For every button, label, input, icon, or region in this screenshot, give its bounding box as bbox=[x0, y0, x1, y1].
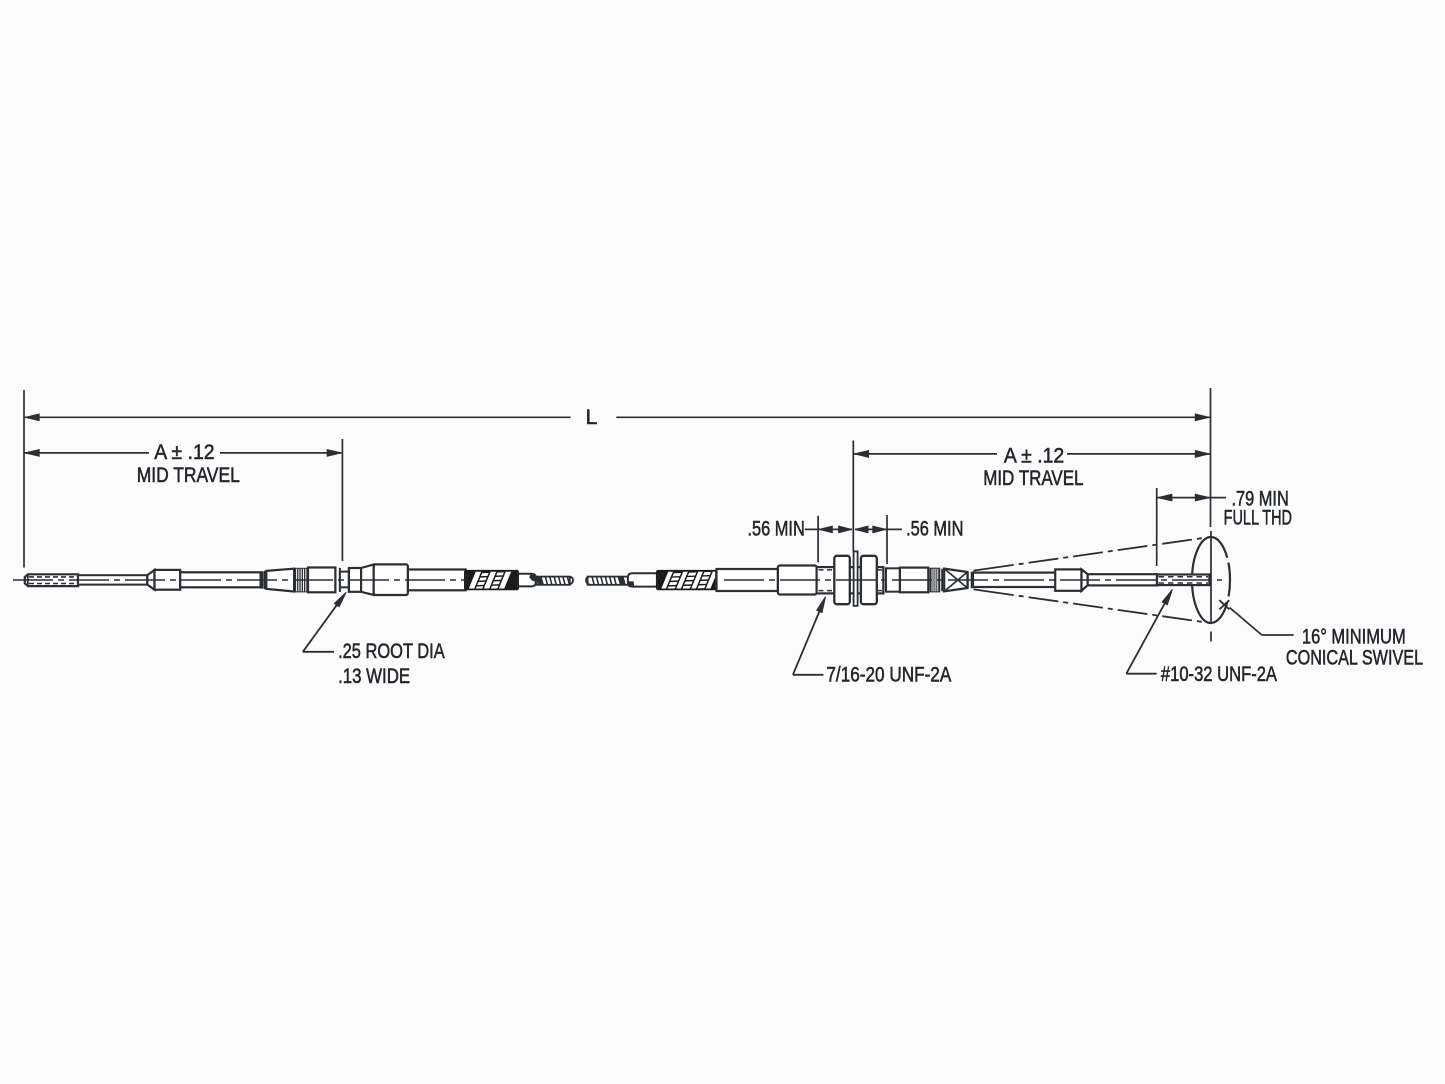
svg-text:.13 WIDE: .13 WIDE bbox=[338, 665, 410, 688]
svg-text:16° MINIMUM: 16° MINIMUM bbox=[1302, 625, 1406, 648]
svg-text:CONICAL SWIVEL: CONICAL SWIVEL bbox=[1286, 647, 1423, 670]
svg-text:7/16-20 UNF-2A: 7/16-20 UNF-2A bbox=[826, 663, 951, 686]
svg-text:.56 MIN: .56 MIN bbox=[906, 518, 963, 541]
svg-text:A ± .12: A ± .12 bbox=[1004, 444, 1064, 467]
svg-text:.79 MIN: .79 MIN bbox=[1232, 487, 1289, 510]
svg-text:.25 ROOT DIA: .25 ROOT DIA bbox=[338, 640, 445, 663]
svg-text:A ± .12: A ± .12 bbox=[154, 441, 214, 464]
svg-text:#10-32 UNF-2A: #10-32 UNF-2A bbox=[1161, 663, 1277, 686]
svg-text:MID TRAVEL: MID TRAVEL bbox=[137, 464, 240, 487]
svg-text:MID TRAVEL: MID TRAVEL bbox=[983, 467, 1083, 490]
svg-text:FULL THD: FULL THD bbox=[1224, 506, 1292, 529]
svg-text:L: L bbox=[586, 406, 598, 429]
svg-text:.56 MIN: .56 MIN bbox=[748, 518, 805, 541]
